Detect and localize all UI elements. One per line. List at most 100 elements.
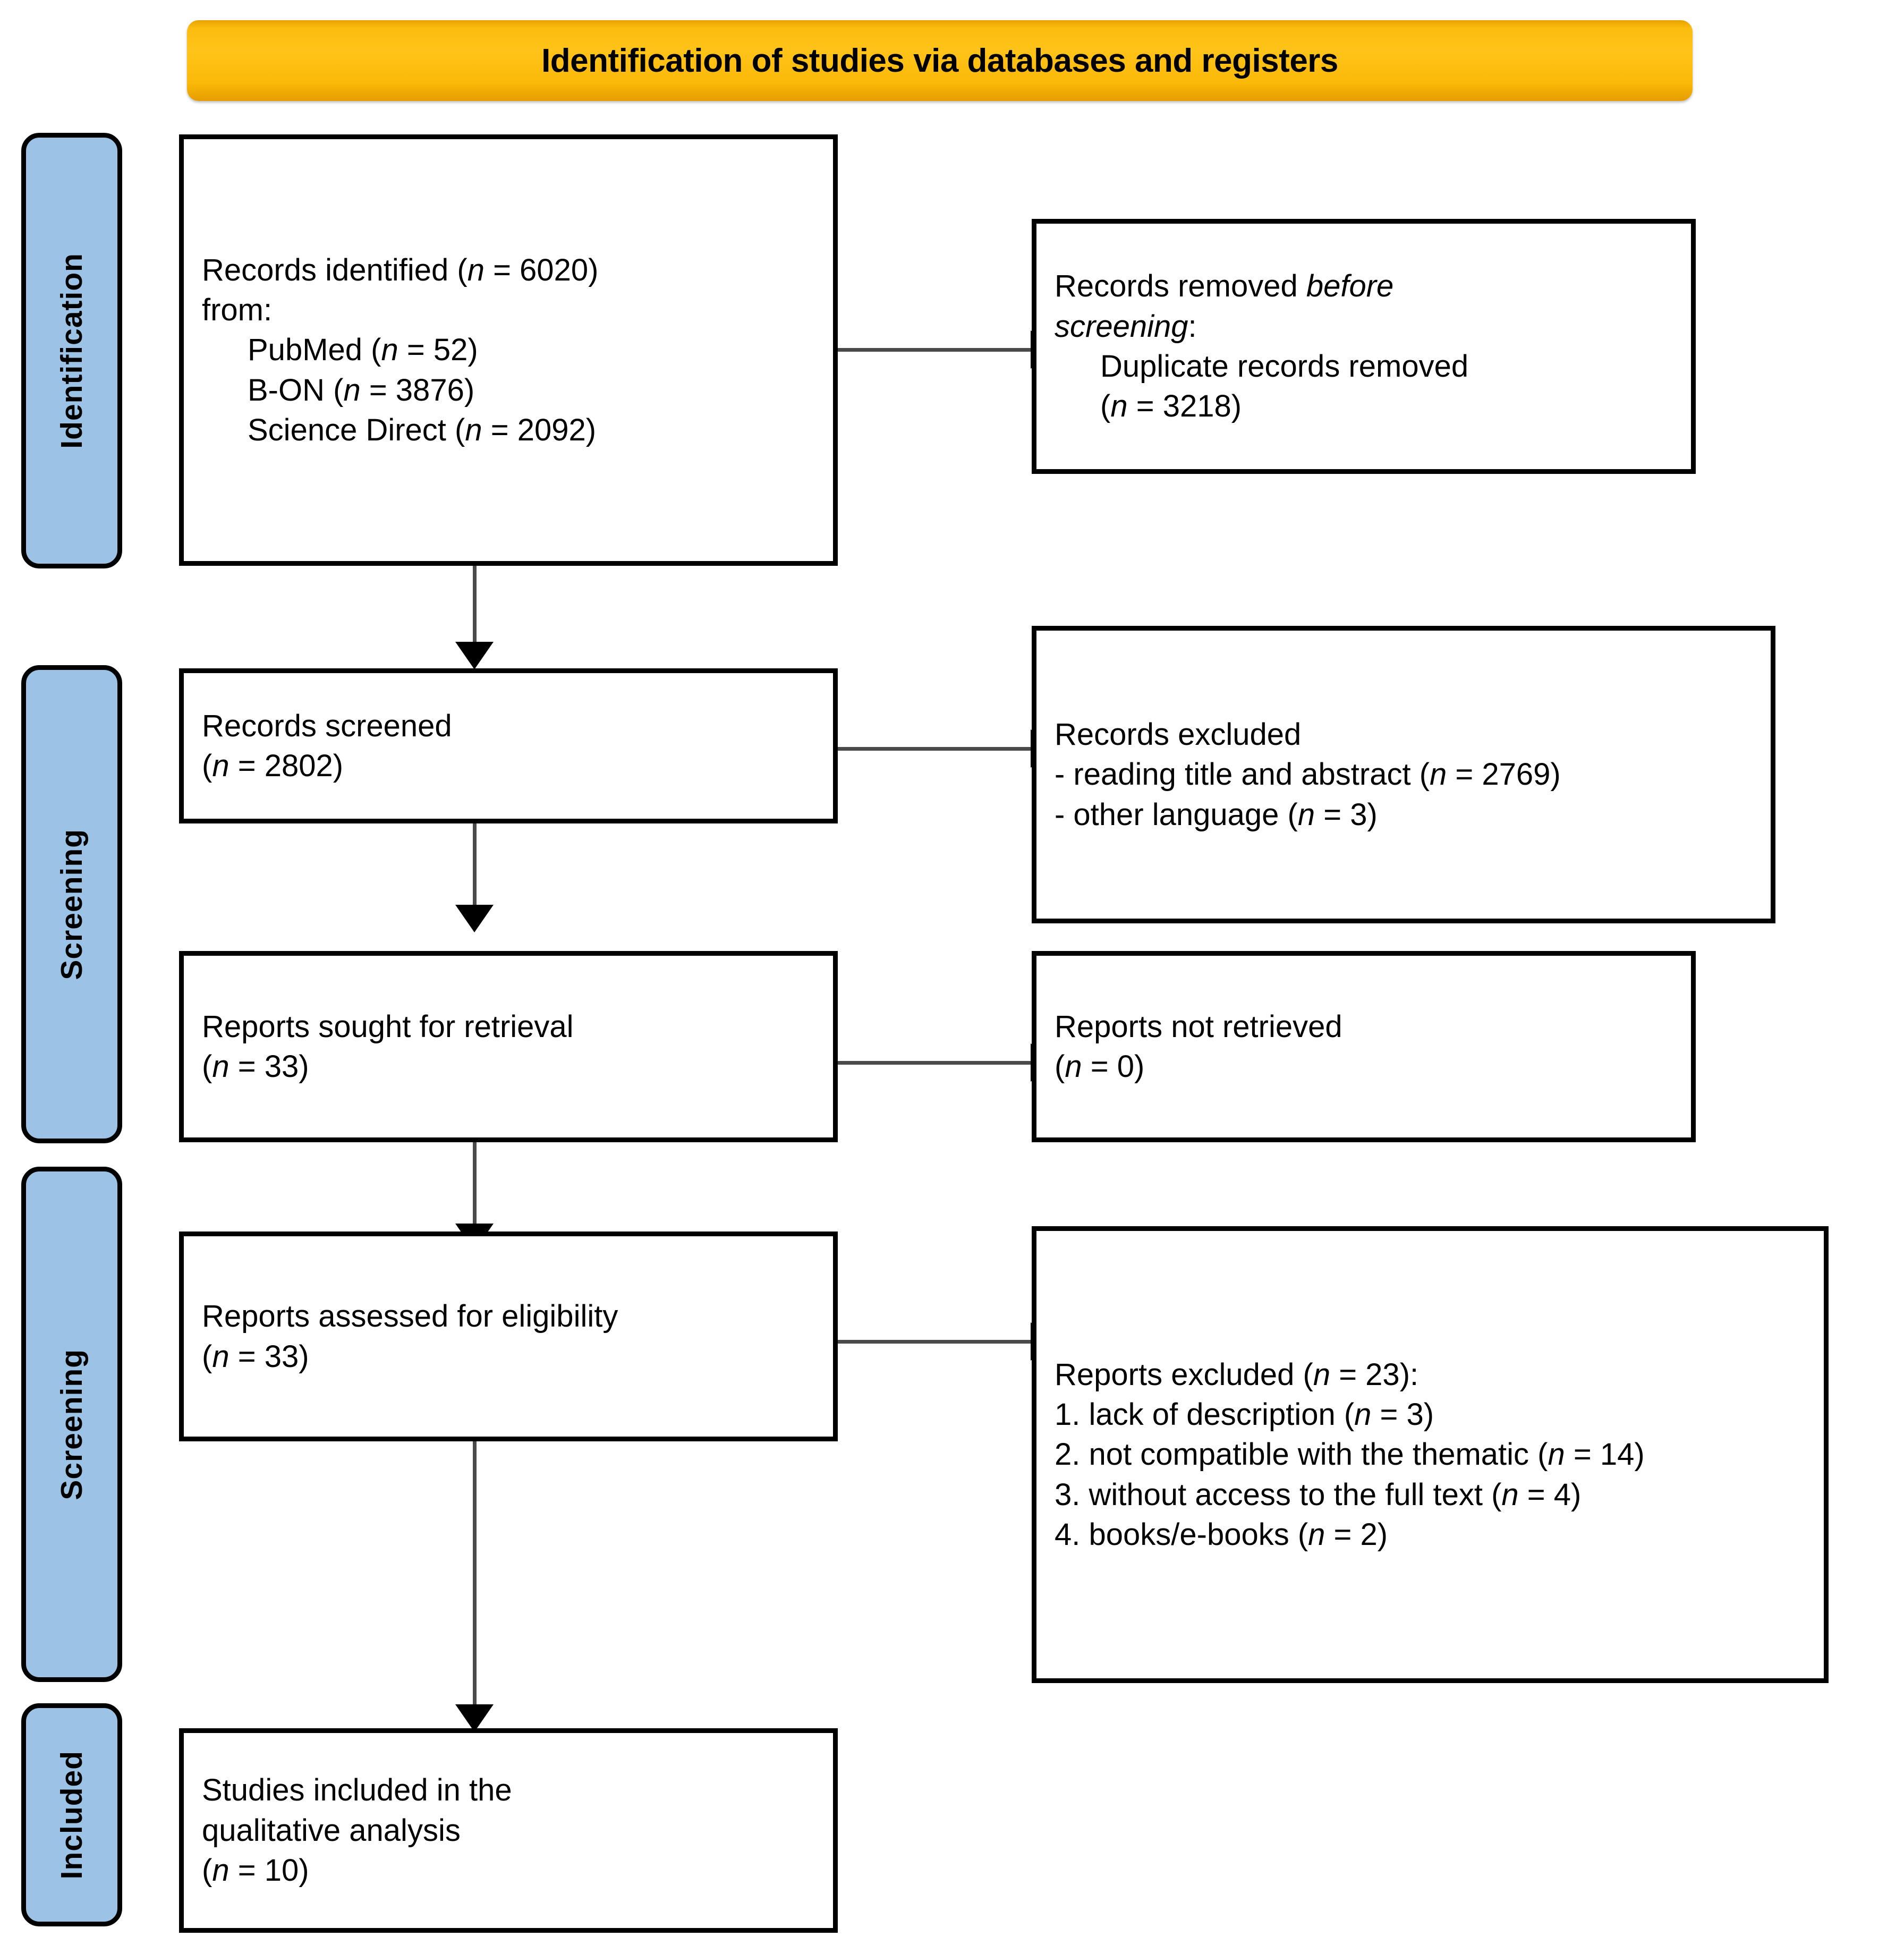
arrow-identified-to-screened [455, 642, 494, 669]
connector-screened-to-sought [473, 823, 477, 911]
box-studies-included: Studies included in the qualitative anal… [179, 1728, 838, 1933]
records-excluded-reason1-value: = 2769) [1447, 757, 1561, 792]
reports-excluded-reason2-value: = 14) [1565, 1437, 1645, 1472]
records-identified-pubmed-n: n [381, 333, 398, 368]
stage-label-screening-1-text: Screening [55, 828, 89, 980]
reports-excluded-reason1-n: n [1354, 1397, 1372, 1432]
records-excluded-reason2-label: - other language ( [1055, 797, 1298, 832]
reports-excluded-text: Reports excluded (n = 23): 1. lack of de… [1036, 1355, 1824, 1555]
records-excluded-reason1-label: - reading title and abstract ( [1055, 757, 1430, 792]
records-removed-screening-emphasis: screening [1055, 309, 1188, 344]
box-reports-assessed: Reports assessed for eligibility (n = 33… [179, 1231, 838, 1441]
connector-sought-to-assessed [473, 1142, 477, 1230]
studies-included-count-n: n [212, 1853, 230, 1888]
reports-not-retrieved-count-value: = 0) [1082, 1049, 1145, 1084]
reports-excluded-total-value: = 23): [1330, 1357, 1419, 1392]
records-identified-text: Records identified (n = 6020) from: PubM… [184, 250, 833, 451]
studies-included-line2: qualitative analysis [202, 1813, 461, 1848]
reports-assessed-count-value: = 33) [229, 1339, 309, 1374]
records-screened-count-open: ( [202, 749, 212, 783]
arrow-screened-to-sought [455, 905, 494, 932]
banner-title: Identification of studies via databases … [541, 42, 1338, 79]
box-records-removed: Records removed before screening: Duplic… [1032, 219, 1696, 474]
records-removed-count-n: n [1110, 389, 1128, 424]
reports-excluded-total-n: n [1313, 1357, 1331, 1392]
box-reports-sought: Reports sought for retrieval (n = 33) [179, 951, 838, 1142]
records-excluded-label: Records excluded [1055, 717, 1302, 752]
reports-assessed-count-n: n [212, 1339, 230, 1374]
stage-label-screening-2-text: Screening [55, 1348, 89, 1500]
records-excluded-reason2-n: n [1297, 797, 1315, 832]
records-removed-line1a: Records removed [1055, 269, 1306, 304]
studies-included-text: Studies included in the qualitative anal… [184, 1770, 833, 1890]
box-records-identified: Records identified (n = 6020) from: PubM… [179, 134, 838, 566]
reports-excluded-reason3-n: n [1501, 1477, 1519, 1512]
records-identified-pubmed-value: = 52) [398, 333, 478, 368]
records-screened-text: Records screened (n = 2802) [184, 706, 833, 786]
records-identified-bon-label: B-ON ( [248, 372, 344, 407]
studies-included-count-open: ( [202, 1853, 212, 1888]
records-removed-colon: : [1188, 309, 1197, 344]
records-removed-duplicate-label: Duplicate records removed [1100, 349, 1469, 384]
reports-sought-count-open: ( [202, 1049, 212, 1084]
reports-sought-count-n: n [212, 1049, 230, 1084]
stage-label-included: Included [21, 1703, 122, 1926]
records-screened-label: Records screened [202, 708, 452, 743]
reports-excluded-reason1-value: = 3) [1371, 1397, 1434, 1432]
reports-assessed-label: Reports assessed for eligibility [202, 1299, 618, 1334]
records-identified-sciencedirect-label: Science Direct ( [248, 413, 465, 448]
records-identified-pubmed-label: PubMed ( [248, 333, 381, 368]
reports-sought-count-value: = 33) [229, 1049, 309, 1084]
reports-assessed-text: Reports assessed for eligibility (n = 33… [184, 1296, 833, 1377]
records-identified-sciencedirect-value: = 2092) [482, 413, 597, 448]
stage-label-identification-text: Identification [55, 252, 89, 449]
connector-identified-to-screened [473, 566, 477, 648]
reports-excluded-reason1-label: 1. lack of description ( [1055, 1397, 1355, 1432]
reports-excluded-reason3-label: 3. without access to the full text ( [1055, 1477, 1502, 1512]
connector-identified-to-removed [838, 348, 1032, 352]
reports-not-retrieved-text: Reports not retrieved (n = 0) [1036, 1007, 1691, 1087]
stage-label-included-text: Included [55, 1750, 89, 1880]
reports-sought-label: Reports sought for retrieval [202, 1009, 574, 1044]
records-removed-before-emphasis: before [1306, 269, 1394, 304]
box-records-excluded: Records excluded - reading title and abs… [1032, 626, 1775, 923]
stage-label-identification: Identification [21, 133, 122, 568]
records-identified-line1b: = 6020) [484, 252, 599, 287]
reports-excluded-reason2-n: n [1548, 1437, 1565, 1472]
reports-excluded-reason3-value: = 4) [1518, 1477, 1582, 1512]
stage-label-screening-1: Screening [21, 665, 122, 1143]
records-identified-sciencedirect-n: n [465, 413, 482, 448]
records-removed-count-open: ( [1100, 389, 1111, 424]
connector-screened-to-excluded [838, 747, 1032, 751]
box-reports-excluded: Reports excluded (n = 23): 1. lack of de… [1032, 1226, 1829, 1683]
reports-excluded-reason2-label: 2. not compatible with the thematic ( [1055, 1437, 1548, 1472]
records-removed-count-value: = 3218) [1127, 389, 1242, 424]
records-identified-line1a: Records identified ( [202, 252, 468, 287]
records-identified-n1: n [467, 252, 484, 287]
stage-label-screening-2: Screening [21, 1167, 122, 1682]
records-identified-line2: from: [202, 292, 273, 327]
reports-not-retrieved-label: Reports not retrieved [1055, 1009, 1342, 1044]
diagram-header-banner: Identification of studies via databases … [187, 20, 1693, 101]
box-records-screened: Records screened (n = 2802) [179, 668, 838, 823]
studies-included-line1: Studies included in the [202, 1773, 512, 1808]
records-screened-count-n: n [212, 749, 230, 783]
records-identified-bon-value: = 3876) [360, 372, 475, 407]
records-screened-count-value: = 2802) [229, 749, 344, 783]
box-reports-not-retrieved: Reports not retrieved (n = 0) [1032, 951, 1696, 1142]
reports-excluded-label: Reports excluded ( [1055, 1357, 1313, 1392]
records-removed-text: Records removed before screening: Duplic… [1036, 266, 1691, 427]
records-excluded-text: Records excluded - reading title and abs… [1036, 715, 1771, 835]
reports-excluded-reason4-value: = 2) [1325, 1517, 1388, 1552]
records-excluded-reason1-n: n [1430, 757, 1447, 792]
reports-not-retrieved-count-open: ( [1055, 1049, 1065, 1084]
reports-not-retrieved-count-n: n [1065, 1049, 1082, 1084]
reports-sought-text: Reports sought for retrieval (n = 33) [184, 1007, 833, 1087]
records-identified-bon-n: n [343, 372, 361, 407]
arrow-assessed-to-included [455, 1704, 494, 1732]
reports-excluded-reason4-label: 4. books/e-books ( [1055, 1517, 1308, 1552]
reports-assessed-count-open: ( [202, 1339, 212, 1374]
connector-assessed-to-included [473, 1441, 477, 1713]
reports-excluded-reason4-n: n [1308, 1517, 1325, 1552]
